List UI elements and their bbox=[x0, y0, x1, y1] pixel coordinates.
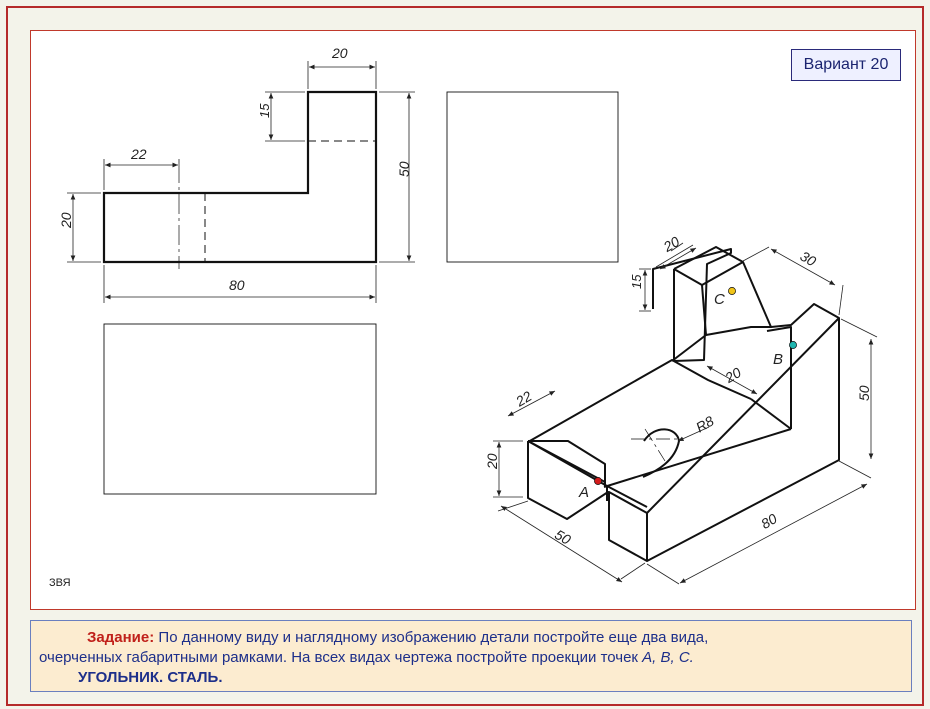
isometric-dimensions bbox=[493, 242, 878, 585]
isometric-view bbox=[527, 246, 840, 562]
point-a-marker bbox=[594, 477, 602, 485]
dim-iso-height: 50 bbox=[856, 385, 872, 401]
dim-front-total-height: 50 bbox=[396, 161, 412, 177]
dim-iso-length: 80 bbox=[758, 510, 780, 532]
technical-drawing: 20 15 22 20 80 50 bbox=[58, 45, 878, 585]
dim-iso-top-height: 15 bbox=[629, 274, 644, 289]
dim-iso-top-width: 20 bbox=[660, 233, 683, 255]
top-view-frame bbox=[103, 323, 377, 495]
dim-front-top-height: 15 bbox=[257, 103, 272, 118]
dim-iso-base-length: 50 bbox=[552, 526, 574, 548]
side-view-frame bbox=[446, 91, 619, 263]
dim-front-top-width: 20 bbox=[331, 45, 348, 61]
dim-iso-left-height: 20 bbox=[484, 453, 500, 470]
front-view-dimensions bbox=[67, 61, 415, 303]
point-a-label: A bbox=[578, 484, 589, 501]
author-mark: ЗВЯ bbox=[49, 577, 71, 589]
task-points: A, B, C. bbox=[642, 649, 694, 666]
dim-iso-radius: R8 bbox=[693, 413, 717, 436]
variant-badge: Вариант 20 bbox=[791, 49, 901, 81]
drawing-sheet: 20 15 22 20 80 50 bbox=[30, 30, 916, 610]
task-line-3: УГОЛЬНИК. СТАЛЬ. bbox=[78, 669, 223, 686]
point-b-label: B bbox=[773, 351, 783, 368]
front-view bbox=[102, 90, 378, 269]
point-b-marker bbox=[789, 341, 797, 349]
task-line-2: очерченных габаритными рамками. На всех … bbox=[39, 648, 694, 668]
dim-front-left-width: 22 bbox=[130, 146, 147, 162]
task-text-2: очерченных габаритными рамками. На всех … bbox=[39, 649, 643, 666]
task-panel: Задание: По данному виду и наглядному из… bbox=[30, 620, 912, 692]
dim-iso-slot: 20 bbox=[721, 364, 744, 386]
dim-iso-depth: 30 bbox=[797, 248, 819, 270]
task-line-1: Задание: По данному виду и наглядному из… bbox=[87, 628, 708, 648]
dim-front-left-height: 20 bbox=[58, 212, 74, 229]
point-c-marker bbox=[728, 287, 736, 295]
point-c-label: C bbox=[714, 291, 725, 308]
dim-iso-left-width: 22 bbox=[512, 388, 535, 410]
outer-frame: 20 15 22 20 80 50 bbox=[6, 6, 924, 706]
task-text-1: По данному виду и наглядному изображению… bbox=[158, 629, 709, 646]
dim-front-total-width: 80 bbox=[229, 277, 245, 293]
task-label: Задание: bbox=[87, 629, 155, 646]
